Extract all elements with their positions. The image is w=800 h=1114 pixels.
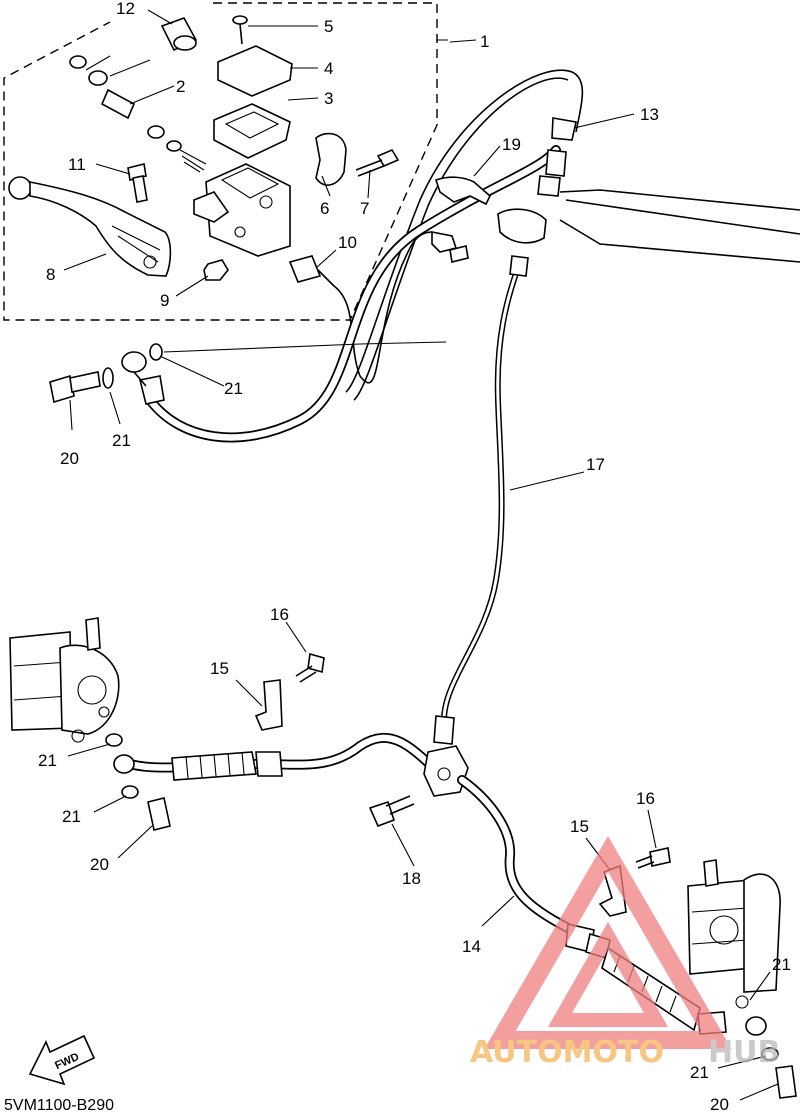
hose-guide-left[interactable] xyxy=(254,679,283,731)
callout-13: 13 xyxy=(640,105,659,124)
right-banjo-fitting xyxy=(745,1016,797,1099)
fork-clamp-upper xyxy=(497,189,800,263)
nut[interactable] xyxy=(203,259,229,281)
master-cylinder-body[interactable] xyxy=(193,163,291,257)
callout-4: 4 xyxy=(324,59,333,78)
cable xyxy=(345,69,584,393)
callout-21-upper-left: 21 xyxy=(112,431,131,450)
switch-lead-connector xyxy=(431,231,458,253)
dust-cap[interactable] xyxy=(160,17,198,52)
watermark-text-1: AUTOMOTO xyxy=(470,1035,664,1070)
callout-20-upper: 20 xyxy=(60,449,79,468)
callout-11: 11 xyxy=(68,155,86,174)
callout-8: 8 xyxy=(46,265,55,284)
callout-6: 6 xyxy=(320,199,329,218)
callout-17: 17 xyxy=(586,455,605,474)
brake-lever[interactable] xyxy=(8,176,172,277)
diaphragm[interactable] xyxy=(213,103,291,159)
upper-banjo-bolt[interactable] xyxy=(49,371,101,404)
upper-banjo-fitting xyxy=(121,351,165,405)
callout-1: 1 xyxy=(480,32,489,51)
hose-fitting-top xyxy=(537,117,577,197)
brake-pipe xyxy=(441,259,523,723)
callout-19: 19 xyxy=(502,135,521,154)
callout-21-caliper-right-top: 21 xyxy=(772,955,791,974)
hose-guide-bolt-right[interactable] xyxy=(635,847,671,869)
callout-21-caliper-left-top: 21 xyxy=(38,751,57,770)
pipe-fitting-bottom xyxy=(433,715,455,745)
pipe-fitting-top xyxy=(509,255,529,277)
callout-15-left: 15 xyxy=(210,659,229,678)
callout-12: 12 xyxy=(116,0,135,18)
callout-leaders xyxy=(63,9,779,1101)
watermark-text-2: HUB xyxy=(708,1035,780,1070)
forward-arrow: FWD xyxy=(28,1034,96,1086)
hose-guide-bolt-left[interactable] xyxy=(295,652,325,683)
callout-7: 7 xyxy=(360,199,369,218)
callout-10: 10 xyxy=(338,233,357,252)
callout-20-right: 20 xyxy=(710,1095,729,1114)
lever-pivot-bolt[interactable] xyxy=(127,163,148,203)
left-banjo-fitting xyxy=(105,733,171,831)
hose-bracket[interactable] xyxy=(434,176,491,206)
lower-hose-armor xyxy=(171,751,257,781)
callout-16-left: 16 xyxy=(270,605,289,624)
callout-18: 18 xyxy=(402,869,421,888)
callout-21-caliper-right-bottom: 21 xyxy=(690,1063,709,1082)
callout-3: 3 xyxy=(324,89,333,108)
callout-21-caliper-left-bottom: 21 xyxy=(62,807,81,826)
callout-14: 14 xyxy=(462,937,481,956)
callout-5: 5 xyxy=(324,17,333,36)
callout-9: 9 xyxy=(160,291,169,310)
upper-washer-right xyxy=(149,343,163,361)
callout-15-right: 15 xyxy=(570,817,589,836)
lower-brake-hose-right xyxy=(457,775,585,939)
left-brake-caliper[interactable] xyxy=(9,617,120,743)
reservoir-cover[interactable] xyxy=(217,45,293,97)
cover-screw[interactable] xyxy=(232,15,248,45)
watermark-logo xyxy=(484,836,732,1049)
brake-switch[interactable] xyxy=(288,255,335,287)
joint-bolt[interactable] xyxy=(368,795,415,828)
callout-2: 2 xyxy=(176,77,185,96)
upper-washer-left xyxy=(102,367,114,389)
master-cylinder-holder[interactable] xyxy=(315,132,347,186)
piston-kit[interactable] xyxy=(69,55,207,173)
three-way-joint xyxy=(423,745,469,797)
right-brake-caliper[interactable] xyxy=(687,859,781,1009)
callout-16-right: 16 xyxy=(636,789,655,808)
watermark: AUTOMOTO HUB xyxy=(470,836,780,1070)
diagram-code: 5VM1100-B290 xyxy=(4,1097,114,1114)
holder-bolt[interactable] xyxy=(355,148,400,177)
callout-20-left: 20 xyxy=(90,855,109,874)
callout-21-upper-right: 21 xyxy=(224,379,243,398)
